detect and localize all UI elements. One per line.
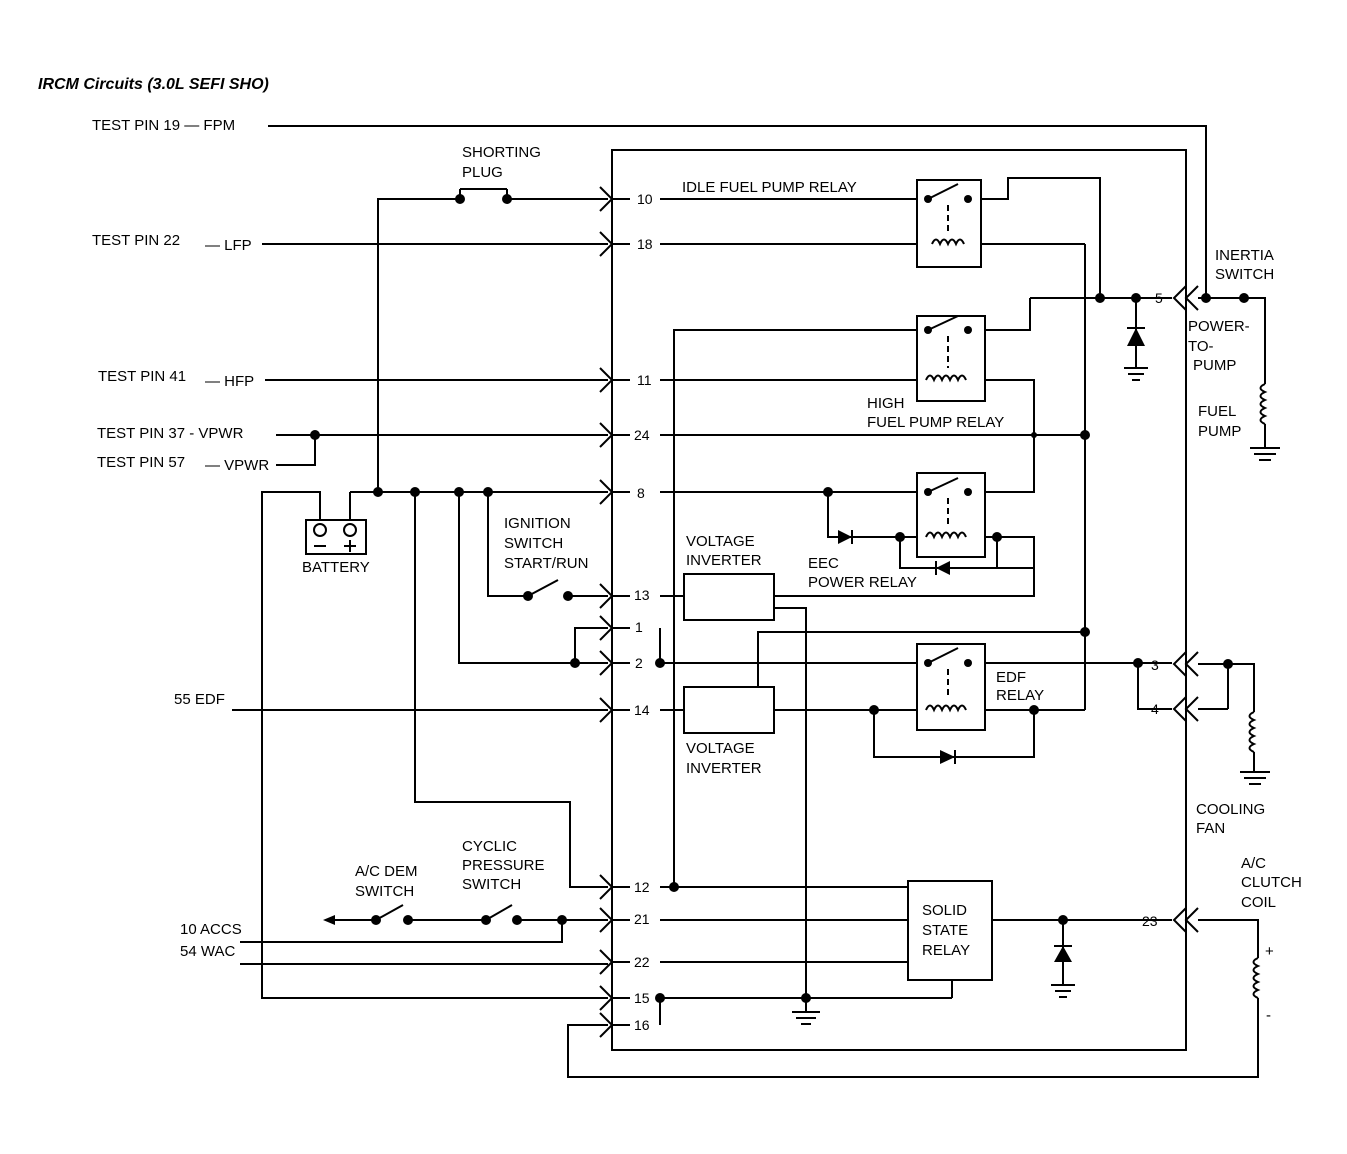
label-lfp: — LFP — [205, 237, 252, 254]
label-shorting-plug-1: SHORTING — [462, 144, 541, 161]
label-test-pin-41: TEST PIN 41 — [98, 368, 186, 385]
label-high-relay-2: FUEL PUMP RELAY — [867, 414, 1004, 431]
label-55-edf: 55 EDF — [174, 691, 225, 708]
junction-dots — [310, 194, 1249, 1003]
label-ignition-2: SWITCH — [504, 535, 563, 552]
label-power-to-pump-3: PUMP — [1193, 357, 1236, 374]
label-voltage-inverter-2b: INVERTER — [686, 760, 762, 777]
external-wiring-left — [232, 125, 1259, 1078]
label-ignition-1: IGNITION — [504, 515, 571, 532]
voltage-inverter-1 — [683, 573, 775, 621]
label-54-wac: 54 WAC — [180, 943, 235, 960]
label-hfp: — HFP — [205, 373, 254, 390]
label-shorting-plug-2: PLUG — [462, 164, 503, 181]
idle-fuel-pump-relay — [916, 179, 982, 268]
label-eec-2: POWER RELAY — [808, 574, 917, 591]
label-test-pin-22: TEST PIN 22 — [92, 232, 180, 249]
label-test-pin-37: TEST PIN 37 - VPWR — [97, 425, 244, 442]
label-ssr-2: STATE — [922, 922, 968, 939]
pin-18: 18 — [637, 236, 653, 252]
pin-1: 1 — [635, 619, 643, 635]
label-idle-fuel-pump-relay: IDLE FUEL PUMP RELAY — [682, 179, 857, 196]
pin-13: 13 — [634, 587, 650, 603]
left-connectors — [599, 186, 630, 1038]
label-voltage-inverter-2a: VOLTAGE — [686, 740, 755, 757]
label-battery: BATTERY — [302, 559, 370, 576]
diodes — [838, 327, 1145, 962]
pin-8: 8 — [637, 485, 645, 501]
ircm-module-outline — [611, 149, 1187, 1051]
edf-relay — [916, 643, 986, 731]
label-cyclic-2: PRESSURE — [462, 857, 545, 874]
label-ssr-1: SOLID — [922, 902, 967, 919]
label-test-pin-57: TEST PIN 57 — [97, 454, 185, 471]
label-ac-clutch-1: A/C — [1241, 855, 1266, 872]
pin-16: 16 — [634, 1017, 650, 1033]
pin-2: 2 — [635, 655, 643, 671]
label-edf-relay-1: EDF — [996, 669, 1026, 686]
label-vpwr: — VPWR — [205, 457, 269, 474]
label-ac-dem-2: SWITCH — [355, 883, 414, 900]
label-cyclic-3: SWITCH — [462, 876, 521, 893]
pin-15: 15 — [634, 990, 650, 1006]
label-voltage-inverter-1a: VOLTAGE — [686, 533, 755, 550]
label-voltage-inverter-1b: INVERTER — [686, 552, 762, 569]
battery — [305, 519, 367, 555]
pin-22: 22 — [634, 954, 650, 970]
label-ac-dem-1: A/C DEM — [355, 863, 418, 880]
label-ac-clutch-3: COIL — [1241, 894, 1276, 911]
label-eec-1: EEC — [808, 555, 839, 572]
label-edf-relay-2: RELAY — [996, 687, 1044, 704]
pin-12: 12 — [634, 879, 650, 895]
pin-11: 11 — [637, 372, 652, 388]
right-connectors — [1172, 285, 1199, 933]
label-10-accs: 10 ACCS — [180, 921, 242, 938]
eec-power-relay — [916, 472, 986, 558]
label-test-pin-19: TEST PIN 19 — FPM — [92, 117, 235, 134]
label-power-to-pump-1: POWER- — [1188, 318, 1250, 335]
label-inertia-1: INERTIA — [1215, 247, 1274, 264]
ground-symbols — [792, 367, 1280, 1025]
label-cyclic-1: CYCLIC — [462, 838, 517, 855]
label-cooling-fan-1: COOLING — [1196, 801, 1265, 818]
label-fuel-pump-1: FUEL — [1198, 403, 1236, 420]
label-ac-clutch-2: CLUTCH — [1241, 874, 1302, 891]
label-fuel-pump-2: PUMP — [1198, 423, 1241, 440]
solid-state-relay — [907, 880, 993, 981]
pin-10: 10 — [637, 191, 653, 207]
label-power-to-pump-2: TO- — [1188, 338, 1214, 355]
pin-21: 21 — [634, 911, 650, 927]
pin-14: 14 — [634, 702, 650, 718]
voltage-inverter-2 — [683, 686, 775, 734]
label-high-relay-1: HIGH — [867, 395, 905, 412]
label-ignition-3: START/RUN — [504, 555, 588, 572]
high-fuel-pump-relay — [916, 315, 986, 402]
pin-24: 24 — [634, 427, 650, 443]
label-ssr-3: RELAY — [922, 942, 970, 959]
diagram-title: IRCM Circuits (3.0L SEFI SHO) — [38, 76, 269, 93]
label-coil-minus: - — [1266, 1007, 1271, 1024]
label-inertia-2: SWITCH — [1215, 266, 1274, 283]
label-coil-plus: + — [1265, 943, 1274, 960]
label-cooling-fan-2: FAN — [1196, 820, 1225, 837]
pin-3: 3 — [1151, 657, 1159, 673]
